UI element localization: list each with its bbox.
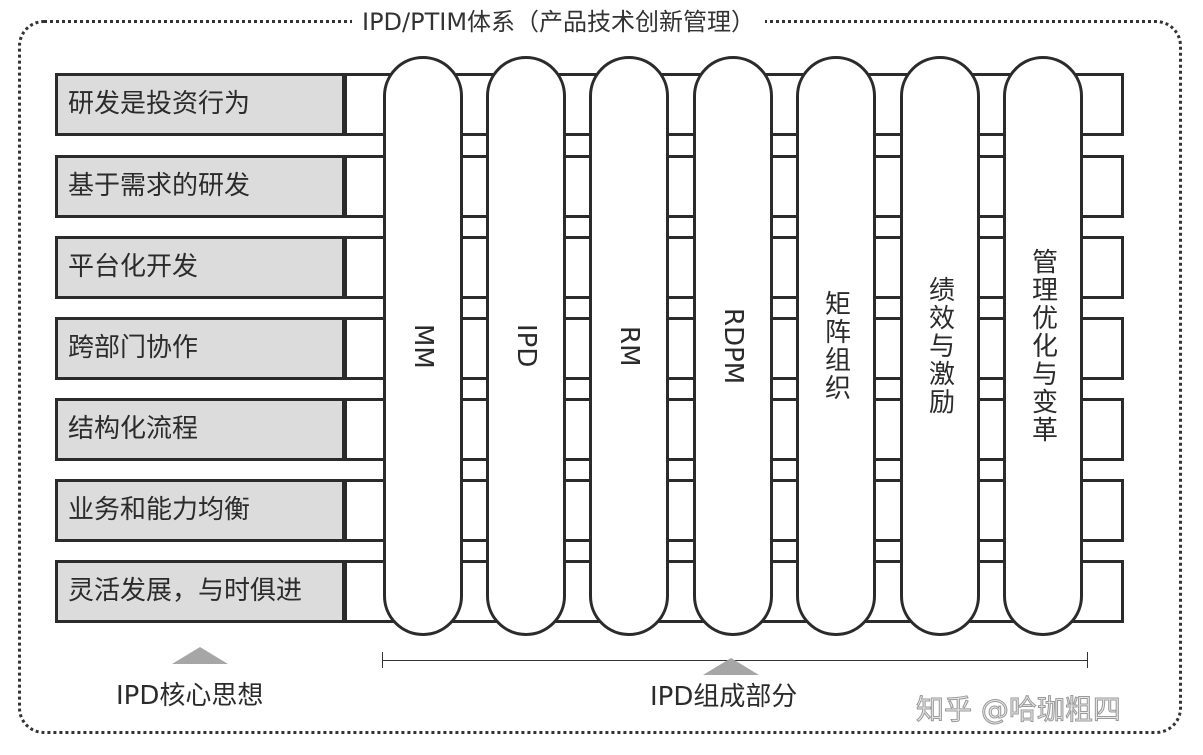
left-arrow-marker bbox=[172, 647, 228, 664]
components-caption: IPD组成部分 bbox=[650, 682, 798, 712]
pillar-mm: MM bbox=[383, 56, 463, 636]
center-arrow-marker bbox=[703, 658, 759, 675]
pillar-label: 绩效与激励 bbox=[924, 276, 955, 416]
pillar-performance: 绩效与激励 bbox=[900, 56, 980, 636]
pillar-rm: RM bbox=[589, 56, 669, 636]
principle-agile: 灵活发展，与时俱进 bbox=[55, 560, 347, 623]
pillar-rdpm: RDPM bbox=[693, 56, 773, 636]
watermark: 知乎 @哈珈粗四 bbox=[916, 693, 1122, 727]
pillar-label: RDPM bbox=[718, 307, 748, 385]
bracket-right-tick bbox=[1087, 652, 1088, 668]
principle-cross-department: 跨部门协作 bbox=[55, 317, 347, 380]
pillar-label: RM bbox=[614, 325, 644, 367]
pillar-matrix-org: 矩阵组织 bbox=[796, 56, 876, 636]
bracket-left-tick bbox=[382, 652, 383, 668]
diagram-title: IPD/PTIM体系（产品技术创新管理） bbox=[352, 8, 766, 36]
principle-balance: 业务和能力均衡 bbox=[55, 479, 347, 542]
pillar-label: IPD bbox=[511, 324, 541, 368]
principle-demand-driven: 基于需求的研发 bbox=[55, 155, 347, 218]
principle-platform: 平台化开发 bbox=[55, 236, 347, 299]
core-ideas-caption: IPD核心思想 bbox=[116, 681, 264, 711]
principle-structured-process: 结构化流程 bbox=[55, 398, 347, 461]
pillar-label: 矩阵组织 bbox=[820, 290, 851, 402]
principle-investment: 研发是投资行为 bbox=[55, 73, 347, 136]
pillar-label: MM bbox=[408, 323, 438, 369]
pillar-management-change: 管理优化与变革 bbox=[1003, 56, 1083, 636]
pillar-label: 管理优化与变革 bbox=[1027, 248, 1058, 444]
pillar-ipd: IPD bbox=[486, 56, 566, 636]
